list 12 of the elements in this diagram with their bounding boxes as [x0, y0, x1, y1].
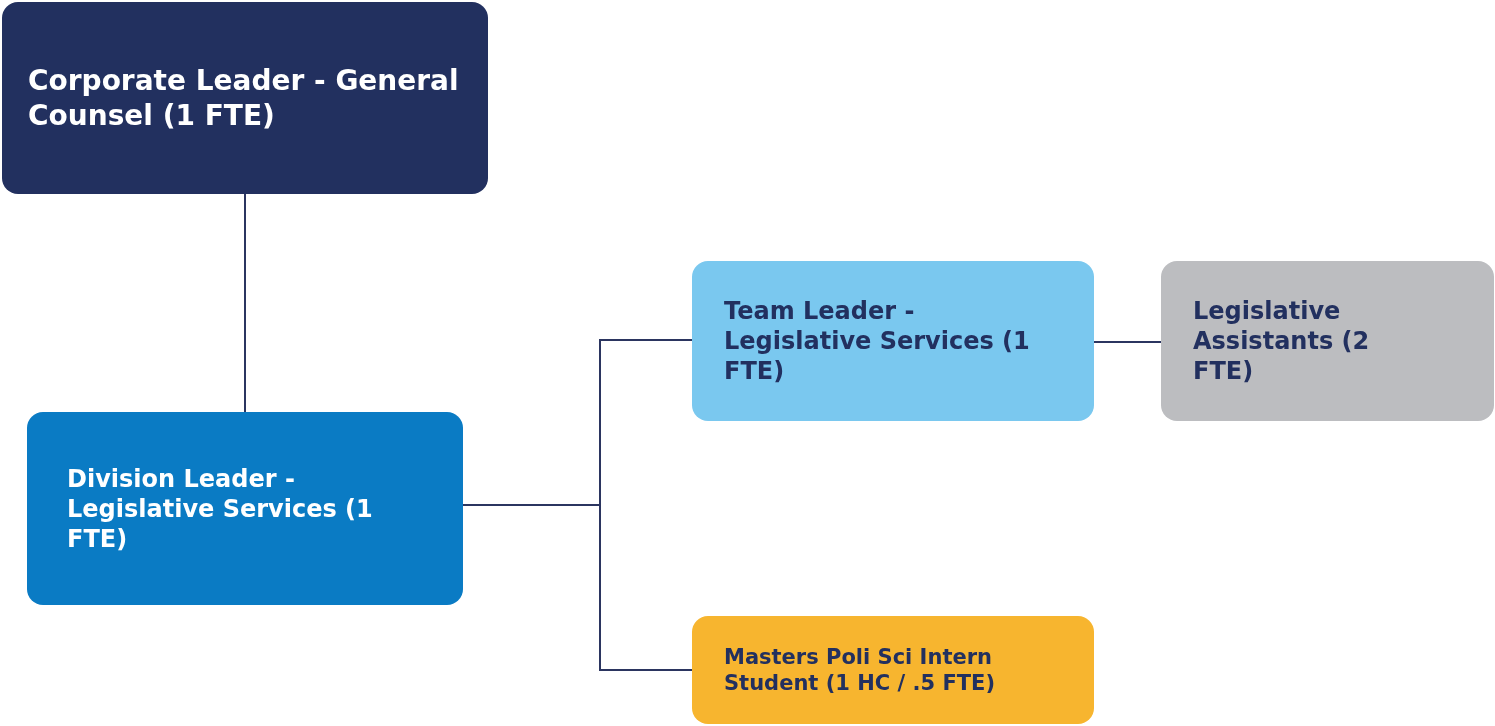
role-title: Masters Poli Sci Intern Student (1 HC / .5 FTE) — [724, 643, 996, 697]
connector-line — [244, 193, 246, 413]
org-box — [27, 412, 463, 605]
connector-line — [1093, 341, 1162, 343]
org-box — [1161, 261, 1494, 421]
role-title: Corporate Leader - General Counsel (1 FTE) — [28, 63, 460, 133]
org-box — [2, 2, 488, 194]
role-title: Team Leader - Legislative Services (1 FTE) — [724, 296, 1031, 386]
org-box — [692, 261, 1094, 421]
role-title: Legislative Assistants (2 FTE) — [1193, 296, 1371, 386]
role-title: Division Leader - Legislative Services (1 FTE) — [67, 463, 374, 554]
org-box — [692, 616, 1094, 724]
